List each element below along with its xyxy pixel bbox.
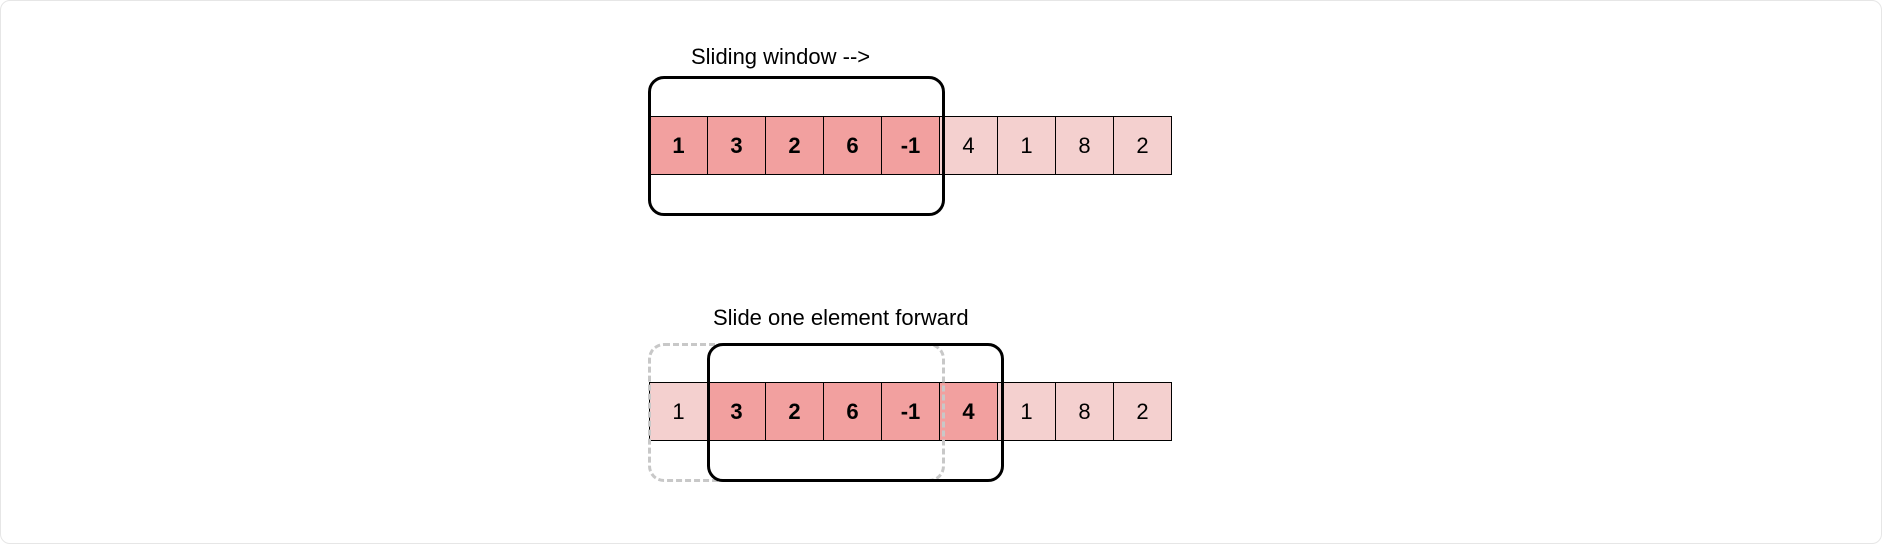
array-cell: 2 [765, 382, 824, 441]
array-cell: 3 [707, 382, 766, 441]
slide-forward-panel: Slide one element forward 1 3 2 6 -1 4 1… [1, 273, 1882, 545]
sliding-window-caption: Sliding window --> [691, 44, 871, 69]
array-cell: 4 [939, 116, 998, 175]
array-cell: 6 [823, 116, 882, 175]
sliding-window-panel: Sliding window --> 1 3 2 6 -1 4 1 8 2 [1, 1, 1882, 273]
array-cell: -1 [881, 382, 940, 441]
array-row: 1 3 2 6 -1 4 1 8 2 [649, 116, 1172, 175]
array-cell: -1 [881, 116, 940, 175]
array-cell: 2 [1113, 382, 1172, 441]
array-cell: 1 [997, 382, 1056, 441]
array-cell: 8 [1055, 116, 1114, 175]
array-cell: 1 [997, 116, 1056, 175]
array-cell: 2 [1113, 116, 1172, 175]
array-cell: 1 [649, 116, 708, 175]
array-cell: 1 [649, 382, 708, 441]
array-cell: 3 [707, 116, 766, 175]
array-row: 1 3 2 6 -1 4 1 8 2 [649, 382, 1172, 441]
array-cell: 8 [1055, 382, 1114, 441]
array-cell: 6 [823, 382, 882, 441]
array-cell: 2 [765, 116, 824, 175]
slide-forward-caption: Slide one element forward [713, 305, 969, 330]
array-cell: 4 [939, 382, 998, 441]
